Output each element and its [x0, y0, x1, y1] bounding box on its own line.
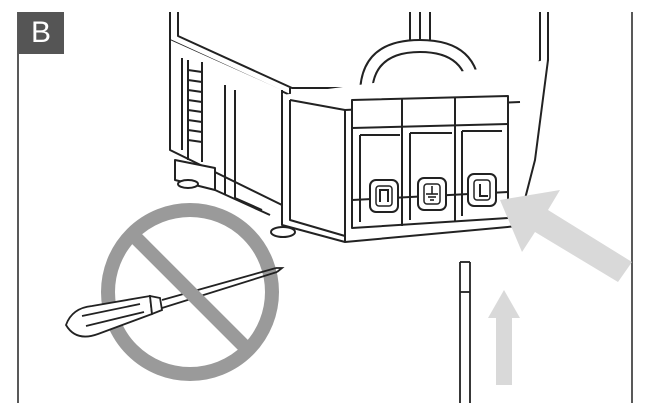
- earth-symbol-icon: [426, 186, 438, 201]
- live-symbol-icon: [479, 184, 488, 197]
- terminal-live[interactable]: [467, 173, 497, 207]
- terminal-neutral[interactable]: [369, 179, 399, 213]
- step-label: B: [30, 16, 51, 49]
- no-screwdriver-icon: [65, 203, 285, 381]
- neutral-symbol-icon: [379, 189, 389, 202]
- arrow-pointer-icon: [500, 190, 632, 282]
- connector-housing: [169, 12, 549, 243]
- terminal-ground[interactable]: [417, 177, 447, 211]
- arrow-up-icon: [488, 290, 520, 385]
- wire: [459, 261, 471, 403]
- step-badge: B: [18, 12, 64, 54]
